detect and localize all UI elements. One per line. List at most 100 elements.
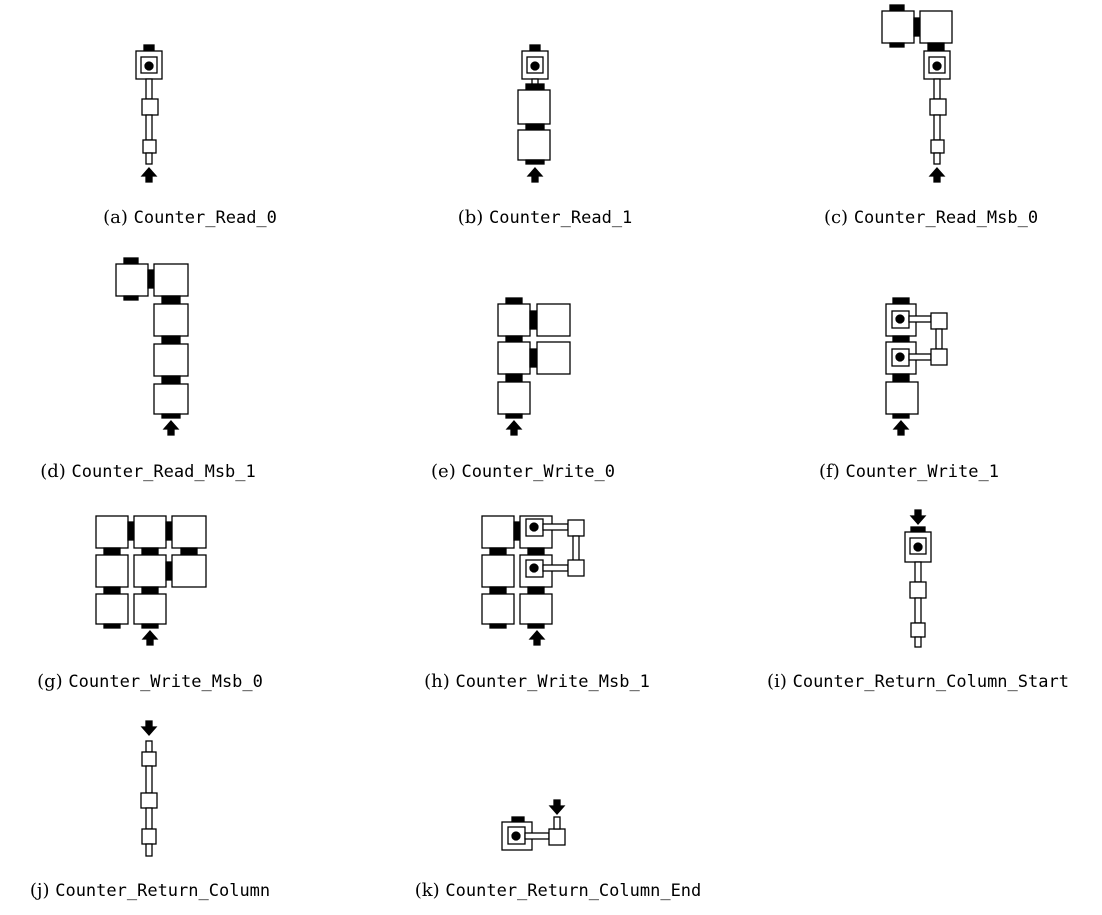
small-tile — [140, 792, 158, 809]
caption-name: Counter_Read_Msb_0 — [853, 208, 1039, 228]
glue-bar — [529, 348, 538, 368]
tile — [536, 303, 571, 337]
up-arrow-icon — [526, 167, 544, 183]
subfigure-c-diagram — [881, 4, 953, 183]
seed-dot — [144, 61, 154, 71]
tile — [497, 341, 531, 375]
tile — [153, 303, 189, 337]
glue-bar — [892, 413, 910, 419]
glue-bar — [525, 159, 545, 165]
subfigure-b-diagram — [517, 44, 551, 183]
subfigure-j-caption: (j) Counter_Return_Column — [30, 880, 270, 901]
subfigure-b-caption: (b) Counter_Read_1 — [458, 207, 633, 228]
glue-bar — [489, 586, 507, 595]
strand — [145, 807, 153, 830]
subfigure-d-diagram — [115, 257, 189, 436]
caption-name: Counter_Return_Column — [55, 881, 271, 901]
glue-bar — [511, 816, 525, 823]
small-tile — [910, 622, 926, 638]
glue-bar — [123, 257, 139, 265]
glue-bar — [123, 295, 139, 301]
caption-label: (h) — [424, 671, 450, 692]
caption-name: Counter_Return_Column_End — [445, 881, 702, 901]
seed-dot — [895, 314, 905, 324]
strand — [914, 597, 922, 624]
tile — [95, 554, 129, 588]
strand — [524, 832, 550, 840]
tile — [481, 593, 515, 625]
subfigure-k-caption: (k) Counter_Return_Column_End — [415, 880, 702, 901]
down-arrow-icon — [548, 799, 566, 815]
glue-bar — [892, 297, 910, 305]
caption-name: Counter_Write_1 — [845, 462, 999, 482]
glue-bar — [527, 586, 545, 595]
caption-name: Counter_Write_0 — [461, 462, 615, 482]
small-tile — [141, 98, 159, 116]
strand — [553, 816, 561, 830]
glue-bar — [527, 623, 545, 629]
strand — [933, 114, 941, 141]
seed-dot — [913, 542, 923, 552]
glue-bar — [913, 17, 921, 37]
caption-label: (e) — [431, 461, 456, 482]
small-tile — [909, 581, 927, 599]
small-tile — [548, 828, 566, 846]
small-tile — [930, 312, 948, 330]
glue-bar — [527, 547, 545, 556]
tile — [536, 341, 571, 375]
strand — [145, 740, 153, 753]
subfigure-a-diagram — [135, 44, 163, 183]
strand — [908, 315, 932, 323]
tile — [517, 129, 551, 161]
strand — [145, 78, 153, 100]
caption-name: Counter_Read_Msb_1 — [71, 462, 256, 482]
caption-name: Counter_Read_0 — [133, 208, 277, 228]
subfigure-g-caption: (g) Counter_Write_Msb_0 — [37, 671, 263, 692]
down-arrow-icon — [140, 720, 158, 736]
subfigure-e-diagram — [497, 297, 571, 436]
glue-bar — [147, 269, 155, 289]
caption-name: Counter_Read_1 — [489, 208, 633, 228]
seed-dot — [530, 61, 540, 71]
caption-name: Counter_Write_Msb_0 — [68, 672, 263, 692]
glue-bar — [161, 413, 181, 419]
strand — [145, 765, 153, 794]
tile — [133, 593, 167, 625]
caption-label: (i) — [767, 671, 787, 692]
up-arrow-icon — [140, 167, 158, 183]
caption-name: Counter_Write_Msb_1 — [455, 672, 650, 692]
seed-dot — [932, 61, 942, 71]
caption-label: (a) — [103, 207, 128, 228]
subfigure-k-diagram — [501, 799, 566, 851]
strand — [542, 523, 569, 531]
glue-bar — [489, 547, 507, 556]
tile — [497, 381, 531, 415]
glue-bar — [889, 4, 905, 12]
subfigure-c-caption: (c) Counter_Read_Msb_0 — [824, 207, 1038, 228]
strand — [145, 114, 153, 141]
small-tile — [567, 559, 585, 577]
up-arrow-icon — [505, 420, 523, 436]
caption-label: (c) — [823, 207, 849, 228]
glue-bar — [143, 44, 155, 52]
glue-bar — [489, 623, 507, 629]
glue-bar — [513, 521, 521, 541]
tile — [481, 554, 515, 588]
glue-bar — [141, 547, 159, 556]
strand — [935, 328, 943, 350]
small-tile — [567, 519, 585, 537]
glue-bar — [161, 295, 181, 305]
glue-bar — [505, 335, 523, 343]
seed-dot — [511, 831, 521, 841]
glue-bar — [161, 375, 181, 385]
strand — [145, 152, 153, 165]
up-arrow-icon — [928, 167, 946, 183]
up-arrow-icon — [528, 630, 546, 646]
up-arrow-icon — [141, 630, 159, 646]
tile — [95, 515, 129, 549]
glue-bar — [127, 521, 135, 541]
glue-bar — [505, 297, 523, 305]
caption-label: (j) — [29, 880, 50, 901]
glue-bar — [103, 623, 121, 629]
